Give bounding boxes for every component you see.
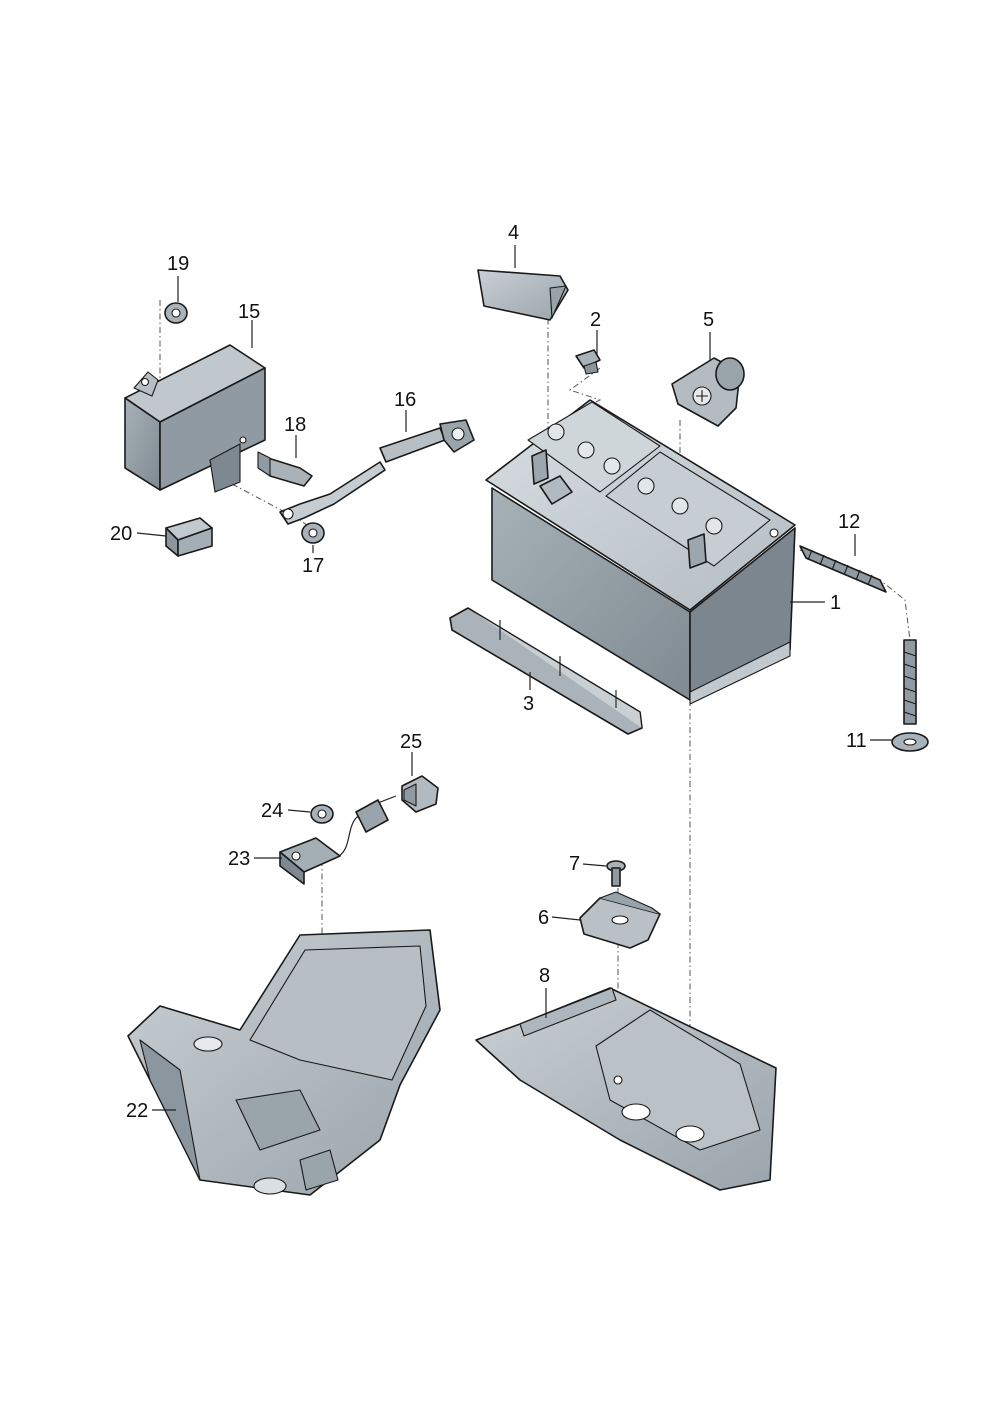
- bolt-2: [575, 349, 601, 375]
- callout-25: 25: [400, 731, 422, 753]
- callout-19: 19: [167, 253, 189, 275]
- callout-labels: 1 2 3 4 5 6 7 8 11 12 15 16 17 18 19 20 …: [110, 222, 867, 1122]
- sensor-23: [279, 795, 397, 885]
- callout-22: 22: [126, 1100, 148, 1122]
- connector-25: [401, 775, 439, 813]
- nut-24: [310, 804, 334, 824]
- callout-17: 17: [302, 555, 324, 577]
- stud-18: [257, 451, 313, 487]
- callout-5: 5: [703, 309, 714, 331]
- callout-23: 23: [228, 848, 250, 870]
- cover-4: [477, 269, 569, 321]
- vent-caps: [547, 423, 723, 535]
- terminal-cap-5: [671, 357, 745, 427]
- callout-4: 4: [508, 222, 519, 244]
- retaining-strip-3: [449, 607, 643, 735]
- callout-7: 7: [569, 853, 580, 875]
- battery-1: [485, 399, 796, 705]
- clamp-6: [579, 891, 661, 949]
- callout-24: 24: [261, 800, 283, 822]
- cable-16: [279, 419, 475, 525]
- callout-12: 12: [838, 511, 860, 533]
- tray-22: [127, 929, 441, 1196]
- control-unit-15: [124, 344, 266, 493]
- battery-tray-8: [475, 987, 777, 1191]
- callout-15: 15: [238, 301, 260, 323]
- nut-19: [164, 302, 188, 324]
- callout-16: 16: [394, 389, 416, 411]
- leader-lines: [136, 245, 892, 1111]
- callout-11: 11: [846, 730, 867, 752]
- callout-3: 3: [523, 693, 534, 715]
- callout-8: 8: [539, 965, 550, 987]
- bolt-7: [606, 860, 626, 887]
- callout-6: 6: [538, 907, 549, 929]
- callout-2: 2: [590, 309, 601, 331]
- bolt-11: [891, 639, 929, 752]
- nut-17: [301, 522, 325, 544]
- callout-20: 20: [110, 523, 132, 545]
- connector-20: [165, 517, 213, 557]
- callout-1: 1: [830, 592, 841, 614]
- threaded-bolt-12: [799, 545, 887, 593]
- callout-18: 18: [284, 414, 306, 436]
